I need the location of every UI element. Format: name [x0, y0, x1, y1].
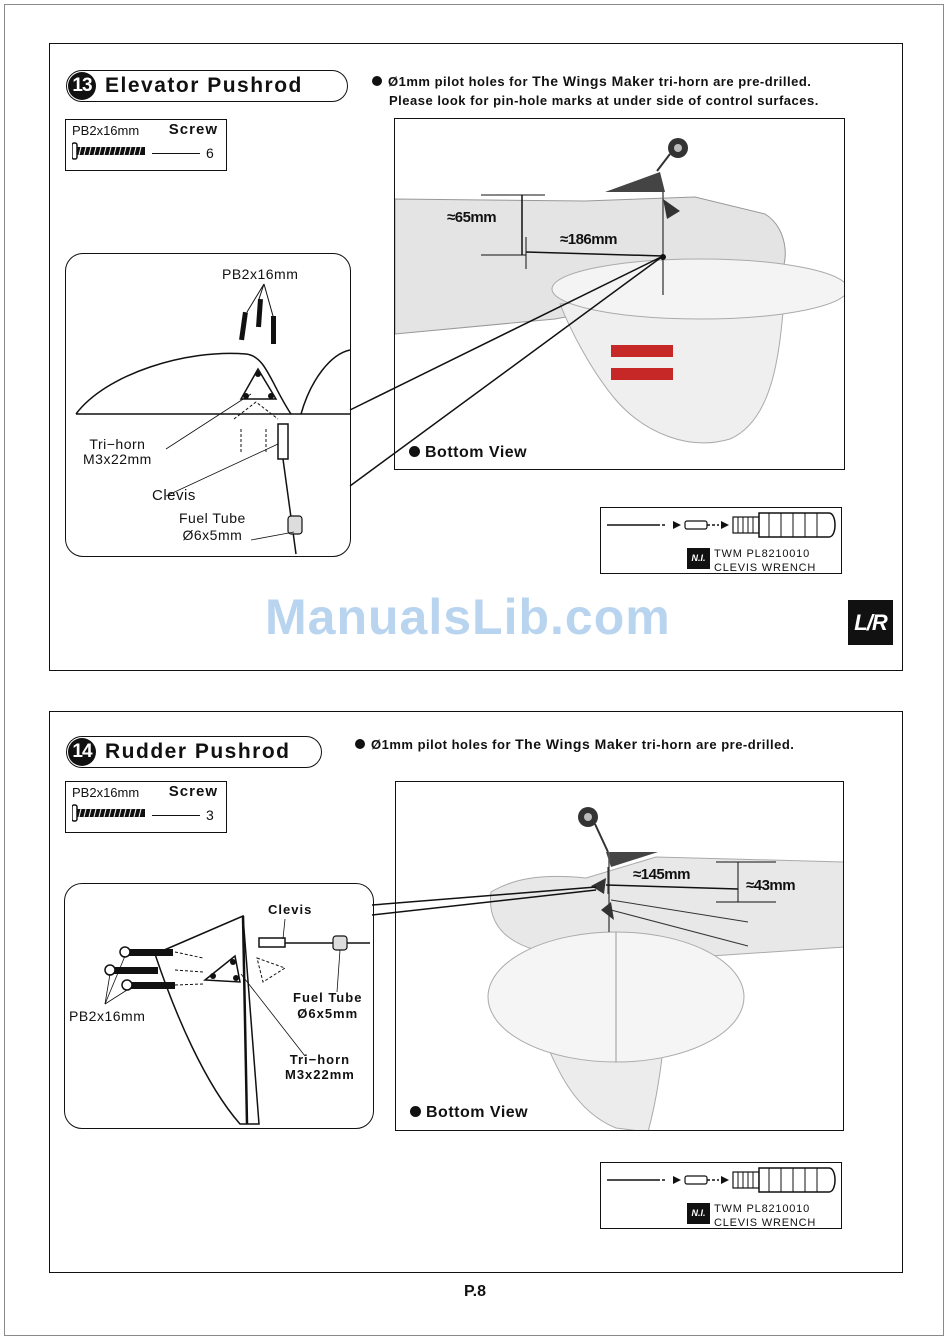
- screw-drawings: [239, 298, 276, 344]
- clevis-wrench-tool-box: N.I. TWM PL8210010 CLEVIS WRENCH: [600, 507, 842, 574]
- elevator-bottom-view-photo: ≈65mm ≈186mm Bottom View: [394, 118, 845, 470]
- note-line-1: Ø1mm pilot holes for The Wings Maker tri…: [372, 72, 819, 91]
- rudder-horn-detail: Clevis PB2x16mm Fuel Tube Ø6x5mm Tri−hor…: [64, 883, 374, 1129]
- qty-leader-line: [152, 153, 200, 154]
- note-line-1: Ø1mm pilot holes for The Wings Maker tri…: [355, 735, 794, 754]
- step-number: 13: [68, 72, 96, 100]
- clevis-wrench-icon: [607, 512, 836, 538]
- screw-qty: 6: [206, 145, 214, 161]
- fuel-tube-label: Fuel Tube Ø6x5mm: [179, 510, 246, 543]
- bullet-icon: [409, 446, 420, 457]
- step-14-panel: 14 Rudder Pushrod PB2x16mm Screw 3 Ø1mm …: [49, 711, 903, 1273]
- tool-part-number: TWM PL8210010: [714, 548, 810, 560]
- not-included-badge: N.I.: [687, 548, 710, 569]
- screw-icon: [72, 142, 145, 160]
- dimension-height: ≈43mm: [746, 877, 796, 894]
- bullet-icon: [372, 76, 382, 86]
- not-included-badge: N.I.: [687, 1203, 710, 1224]
- screw-drawings: [110, 949, 175, 989]
- step-13-title: 13 Elevator Pushrod: [66, 70, 348, 102]
- trihorn-label: Tri−horn M3x22mm: [83, 436, 152, 467]
- screw-qty: 3: [206, 807, 214, 823]
- left-right-badge: L/R: [848, 600, 893, 645]
- screw-parts-box: PB2x16mm Screw 3: [65, 781, 227, 833]
- screw-icon: [72, 804, 145, 822]
- qty-leader-line: [152, 815, 200, 816]
- screw-label: Screw: [168, 783, 218, 800]
- step-number: 14: [68, 738, 96, 766]
- step-title-text: Rudder Pushrod: [105, 740, 291, 763]
- elevator-horn-detail: PB2x16mm Tri−horn M3x22mm Clevis Fuel Tu…: [65, 253, 351, 557]
- rudder-bottom-view-photo: ≈145mm ≈43mm Bottom View: [395, 781, 844, 1131]
- pilot-hole-note: Ø1mm pilot holes for The Wings Maker tri…: [355, 735, 794, 754]
- clevis-label: Clevis: [152, 487, 196, 504]
- detail-screw-label: PB2x16mm: [222, 266, 299, 282]
- step-title-text: Elevator Pushrod: [105, 74, 303, 97]
- screw-code: PB2x16mm: [72, 123, 140, 138]
- step-13-callout-lines: [349, 255, 664, 487]
- tool-name: CLEVIS WRENCH: [714, 1217, 817, 1229]
- page-number: P.8: [464, 1283, 486, 1300]
- rudder-photo-drawing: [487, 807, 843, 1130]
- step-14-title: 14 Rudder Pushrod: [66, 736, 322, 768]
- step-13-panel: 13 Elevator Pushrod PB2x16mm Screw 6 Ø1m…: [49, 43, 903, 671]
- pilot-hole-note: Ø1mm pilot holes for The Wings Maker tri…: [372, 72, 819, 110]
- dimension-width: ≈145mm: [633, 866, 690, 883]
- bottom-view-label: Bottom View: [410, 1104, 528, 1122]
- bottom-view-label: Bottom View: [409, 444, 527, 462]
- rudder-detail-drawing: [104, 914, 370, 1125]
- brand-name: The Wings Maker: [515, 736, 638, 752]
- manualslib-watermark: ManualsLib.com: [265, 589, 671, 645]
- page-border: [4, 4, 944, 1336]
- detail-screw-label: PB2x16mm: [69, 1008, 146, 1024]
- brand-name: The Wings Maker: [532, 73, 655, 89]
- dimension-width: ≈186mm: [560, 231, 617, 248]
- clevis-label: Clevis: [268, 902, 313, 917]
- elevator-detail-drawing: [75, 283, 350, 555]
- screw-label: Screw: [168, 121, 218, 138]
- trihorn-label: Tri−horn M3x22mm: [285, 1052, 355, 1082]
- screw-code: PB2x16mm: [72, 785, 140, 800]
- bullet-icon: [355, 739, 365, 749]
- tool-part-number: TWM PL8210010: [714, 1203, 810, 1215]
- clevis-wrench-tool-box: N.I. TWM PL8210010 CLEVIS WRENCH: [600, 1162, 842, 1229]
- note-line-2: Please look for pin-hole marks at under …: [389, 93, 819, 108]
- fuel-tube-label: Fuel Tube Ø6x5mm: [293, 990, 363, 1021]
- tool-name: CLEVIS WRENCH: [714, 562, 817, 574]
- bullet-icon: [410, 1106, 421, 1117]
- dimension-height: ≈65mm: [447, 209, 497, 226]
- clevis-wrench-icon: [607, 1167, 836, 1193]
- screw-parts-box: PB2x16mm Screw 6: [65, 119, 227, 171]
